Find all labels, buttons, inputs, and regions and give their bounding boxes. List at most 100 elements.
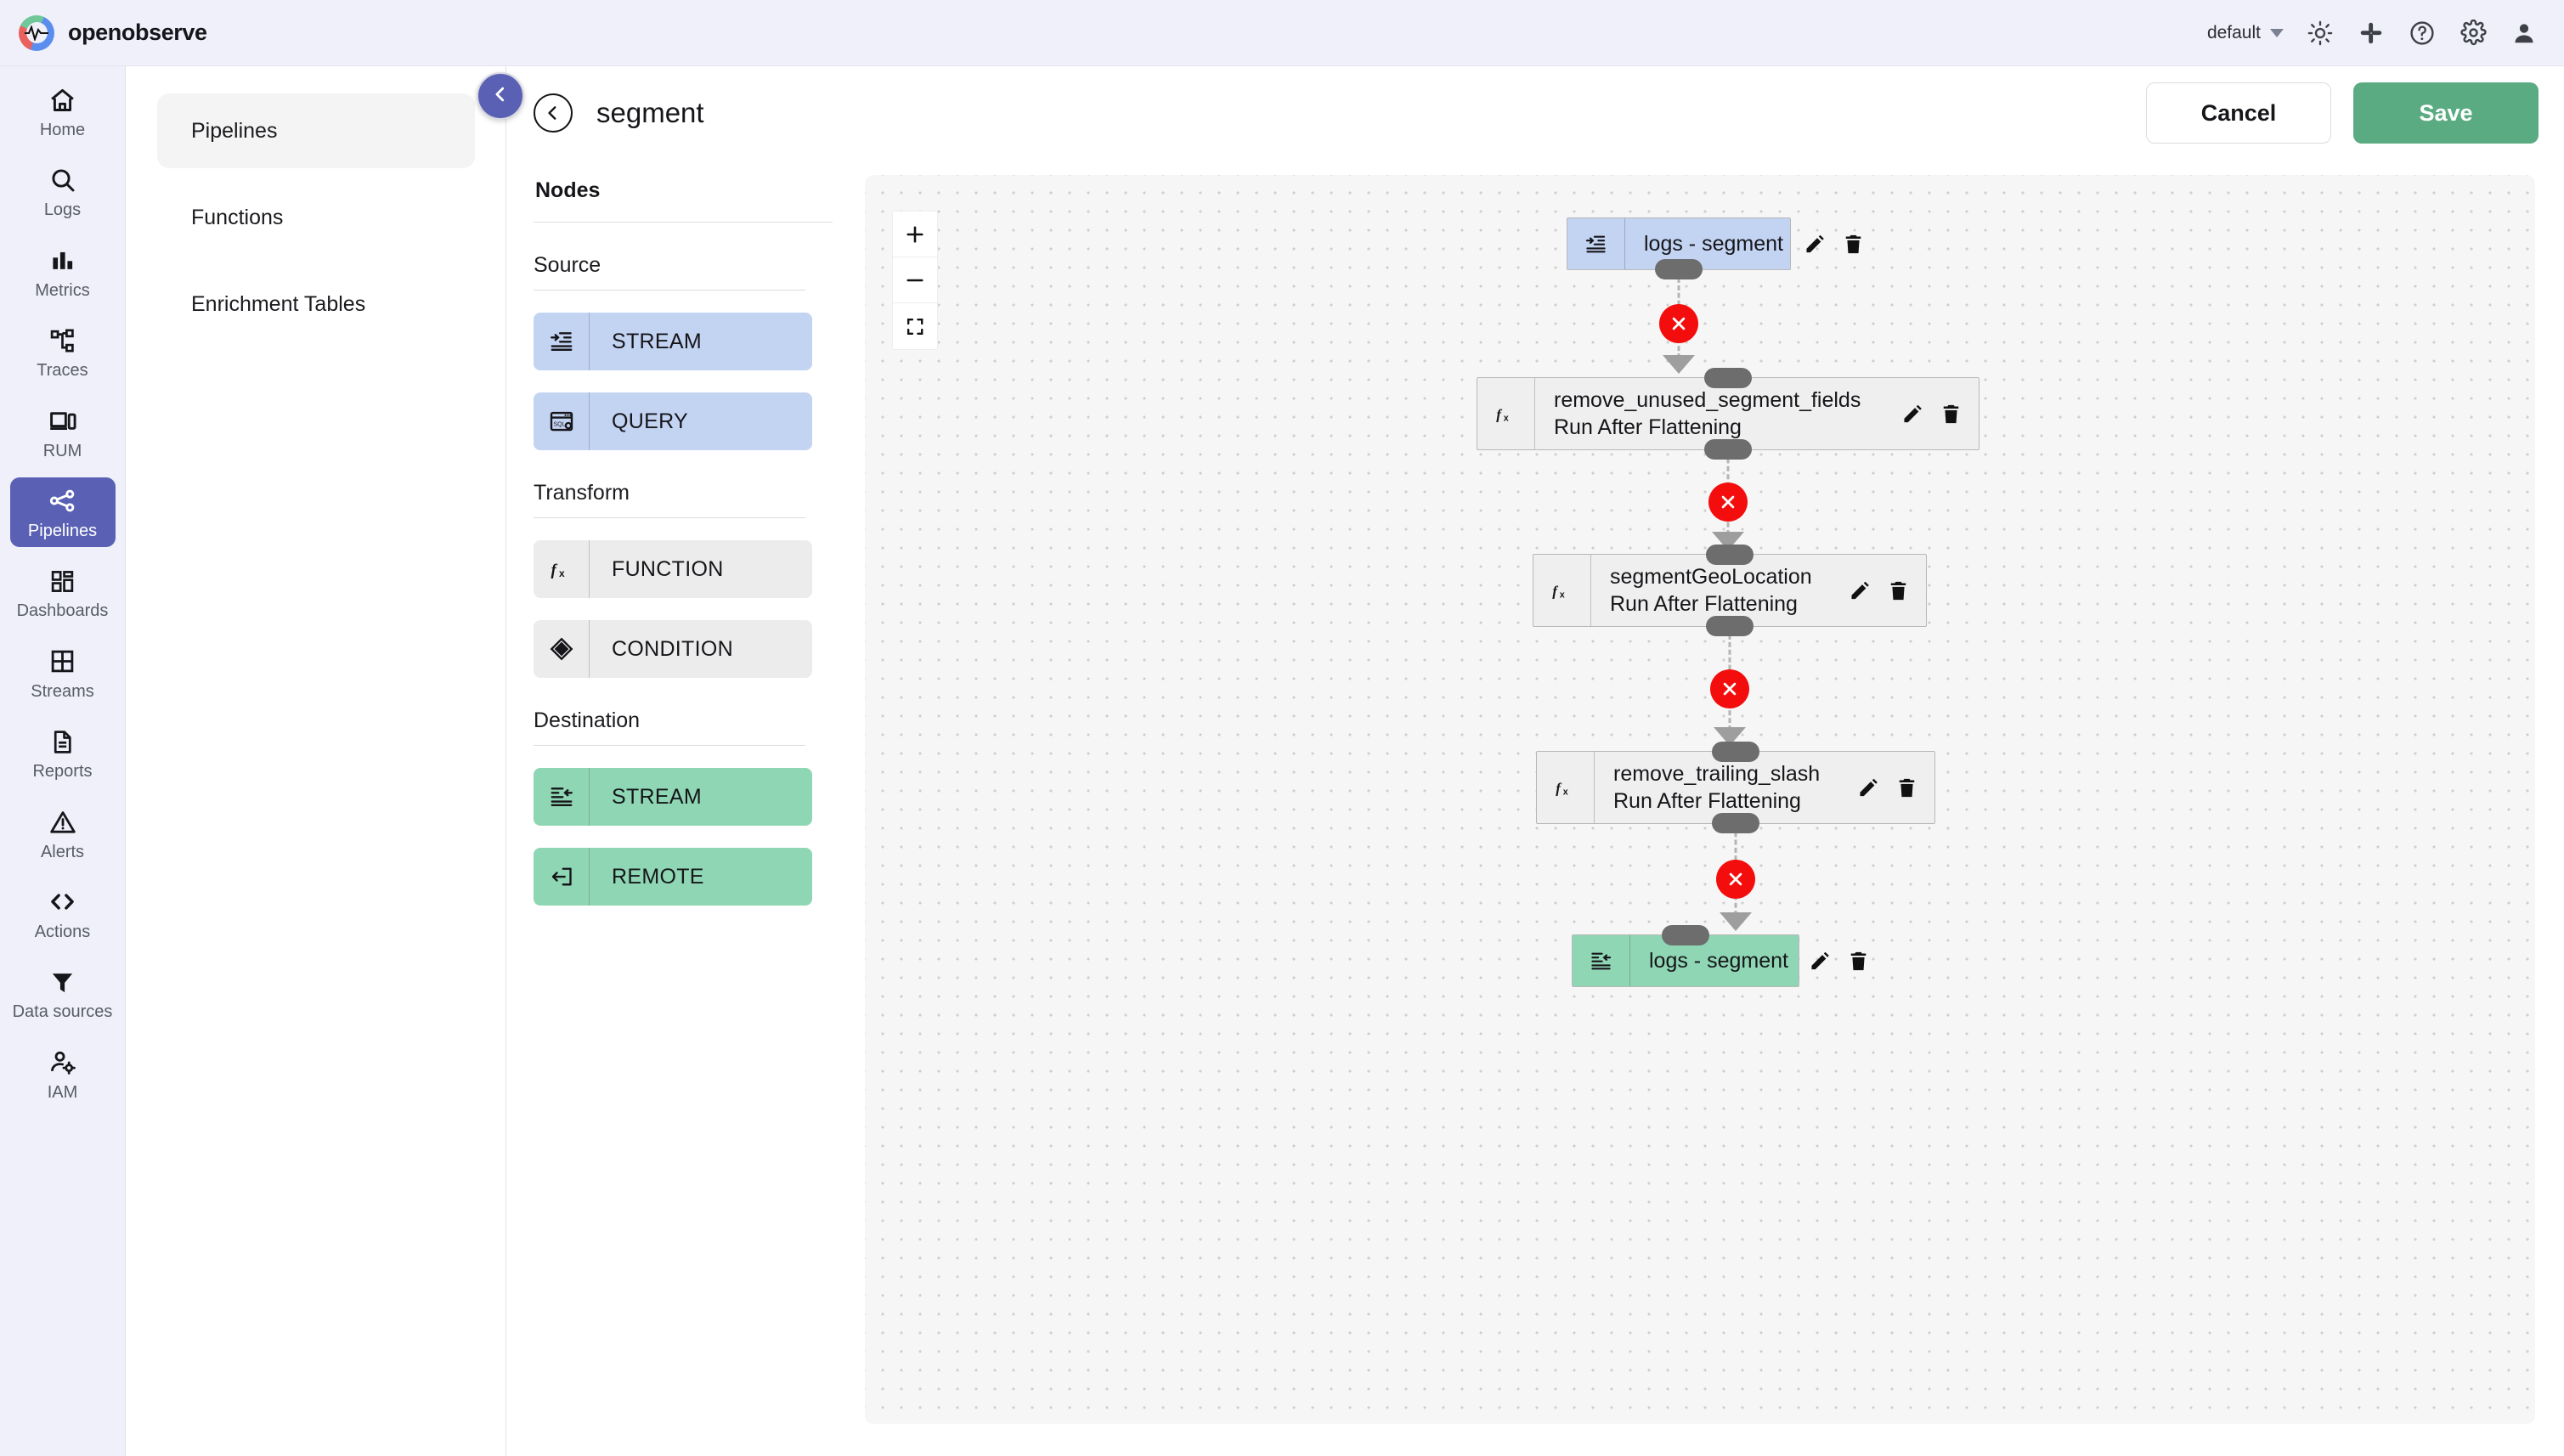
sidebar-item-streams[interactable]: Streams [10, 638, 116, 708]
sidebar-item-label: Pipelines [27, 521, 98, 540]
flow-node-text: logs - segment [1630, 947, 1804, 974]
remove-edge-x-icon[interactable] [1659, 304, 1698, 343]
palette-node-label: STREAM [612, 329, 702, 353]
svg-text:x: x [1563, 787, 1568, 797]
flow-node-function-remove-trailing[interactable]: f x remove_trailing_slash Run After Flat… [1536, 742, 1935, 833]
palette-node-destination-stream[interactable]: STREAM [534, 768, 812, 826]
theme-sun-icon[interactable] [2306, 19, 2335, 48]
node-handle-bottom[interactable] [1704, 439, 1752, 460]
sidebar-item-alerts[interactable]: Alerts [10, 799, 116, 868]
flow-node-text: logs - segment [1625, 230, 1799, 257]
trash-icon[interactable] [1848, 951, 1869, 972]
user-avatar-icon[interactable] [2510, 19, 2539, 48]
flow-node-function-remove-unused[interactable]: f x remove_unused_segment_fields Run Aft… [1477, 368, 1979, 460]
flow-node-subtitle: Run After Flattening [1610, 592, 1798, 616]
node-handle-top[interactable] [1712, 742, 1759, 762]
subnav-item-pipelines[interactable]: Pipelines [157, 93, 475, 168]
trash-icon[interactable] [1940, 404, 1962, 425]
nodes-panel: Nodes Source STREAM SQL [506, 160, 846, 1456]
sidebar-item-reports[interactable]: Reports [10, 718, 116, 787]
flow-node-actions [1799, 233, 1881, 255]
trash-icon[interactable] [1843, 234, 1864, 255]
flow-edge [1533, 627, 1927, 751]
fit-view-button[interactable] [893, 303, 937, 349]
node-handle-bottom[interactable] [1655, 259, 1703, 279]
sidebar-item-iam[interactable]: IAM [10, 1039, 116, 1109]
sidebar-item-data-sources[interactable]: Data sources [10, 958, 116, 1028]
pencil-icon[interactable] [1809, 950, 1831, 972]
devices-icon [48, 405, 76, 437]
sidebar-item-metrics[interactable]: Metrics [10, 237, 116, 307]
chevron-down-icon [2270, 28, 2284, 37]
flow-node-text: remove_trailing_slash Run After Flatteni… [1595, 760, 1835, 815]
palette-node-remote[interactable]: REMOTE [534, 848, 812, 906]
pencil-icon[interactable] [1857, 776, 1879, 799]
sidebar-item-dashboards[interactable]: Dashboards [10, 557, 116, 627]
code-brackets-icon [48, 886, 76, 918]
zoom-out-button[interactable] [893, 257, 937, 303]
subnav-item-label: Enrichment Tables [191, 291, 366, 316]
help-circle-icon[interactable] [2408, 19, 2437, 48]
svg-text:x: x [559, 567, 565, 579]
node-handle-top[interactable] [1706, 545, 1754, 565]
slack-icon[interactable] [2357, 19, 2386, 48]
sidebar-item-actions[interactable]: Actions [10, 878, 116, 948]
chevron-left-icon [491, 85, 510, 108]
document-icon [49, 725, 76, 758]
svg-text:x: x [1560, 590, 1565, 600]
nodes-panel-title: Nodes [535, 178, 601, 202]
node-handle-bottom[interactable] [1706, 616, 1754, 636]
remove-edge-x-icon[interactable] [1708, 483, 1748, 522]
sidebar-item-home[interactable]: Home [10, 76, 116, 146]
search-icon [49, 164, 76, 196]
subnav-item-label: Functions [191, 205, 284, 229]
sidebar-item-label: Traces [37, 361, 88, 381]
palette-node-function[interactable]: f x FUNCTION [534, 540, 812, 598]
palette-node-source-query[interactable]: SQL QUERY [534, 392, 812, 450]
org-selector[interactable]: default [2207, 23, 2284, 43]
sidebar-item-label: Actions [34, 922, 91, 941]
flow-node-function-segment-geo[interactable]: f x segmentGeoLocation Run After Flatten… [1533, 545, 1927, 636]
secondary-sidebar: Pipelines Functions Enrichment Tables [127, 66, 506, 1456]
pipeline-canvas[interactable]: logs - segment [865, 175, 2535, 1424]
sidebar-collapse-button[interactable] [477, 72, 524, 120]
trash-icon[interactable] [1896, 777, 1917, 799]
node-handle-top[interactable] [1704, 368, 1752, 388]
zoom-in-button[interactable] [893, 212, 937, 257]
flow-edge [1477, 450, 1979, 554]
svg-text:f: f [1552, 583, 1559, 599]
palette-node-condition[interactable]: CONDITION [534, 620, 812, 678]
trash-icon[interactable] [1888, 580, 1909, 601]
gear-icon[interactable] [2459, 19, 2488, 48]
flow-node-destination-stream[interactable]: logs - segment [1572, 925, 1867, 987]
funnel-icon [49, 966, 76, 998]
pencil-icon[interactable] [1804, 233, 1826, 255]
sidebar-item-pipelines[interactable]: Pipelines [9, 477, 116, 548]
sidebar-item-rum[interactable]: RUM [10, 398, 116, 467]
sql-query-icon: SQL [534, 392, 590, 450]
node-handle-bottom[interactable] [1712, 813, 1759, 833]
subnav-item-functions[interactable]: Functions [157, 180, 475, 255]
pencil-icon[interactable] [1901, 403, 1923, 425]
save-button[interactable]: Save [2353, 82, 2539, 144]
pencil-icon[interactable] [1849, 579, 1871, 601]
page-header: segment Cancel Save [506, 66, 2564, 160]
palette-node-source-stream[interactable]: STREAM [534, 313, 812, 370]
app-header: openobserve default [0, 0, 2564, 66]
warning-triangle-icon [49, 806, 76, 838]
node-handle-top[interactable] [1662, 925, 1709, 945]
flow-node-title: remove_unused_segment_fields [1554, 388, 1861, 412]
fx-icon: f x [534, 540, 590, 598]
palette-node-label: STREAM [612, 784, 702, 809]
page-container: segment Cancel Save Nodes Source STREAM [506, 66, 2564, 1456]
back-arrow-circle-icon[interactable] [534, 93, 573, 133]
sidebar-item-logs[interactable]: Logs [10, 156, 116, 226]
sidebar-item-traces[interactable]: Traces [10, 317, 116, 387]
flow-node-subtitle: Run After Flattening [1613, 789, 1801, 813]
palette-node-label: REMOTE [612, 864, 704, 889]
cancel-button[interactable]: Cancel [2146, 82, 2331, 144]
flow-node-source-stream[interactable]: logs - segment [1567, 217, 1861, 279]
remove-edge-x-icon[interactable] [1716, 860, 1755, 899]
remove-edge-x-icon[interactable] [1710, 669, 1749, 708]
subnav-item-enrichment-tables[interactable]: Enrichment Tables [157, 267, 475, 341]
